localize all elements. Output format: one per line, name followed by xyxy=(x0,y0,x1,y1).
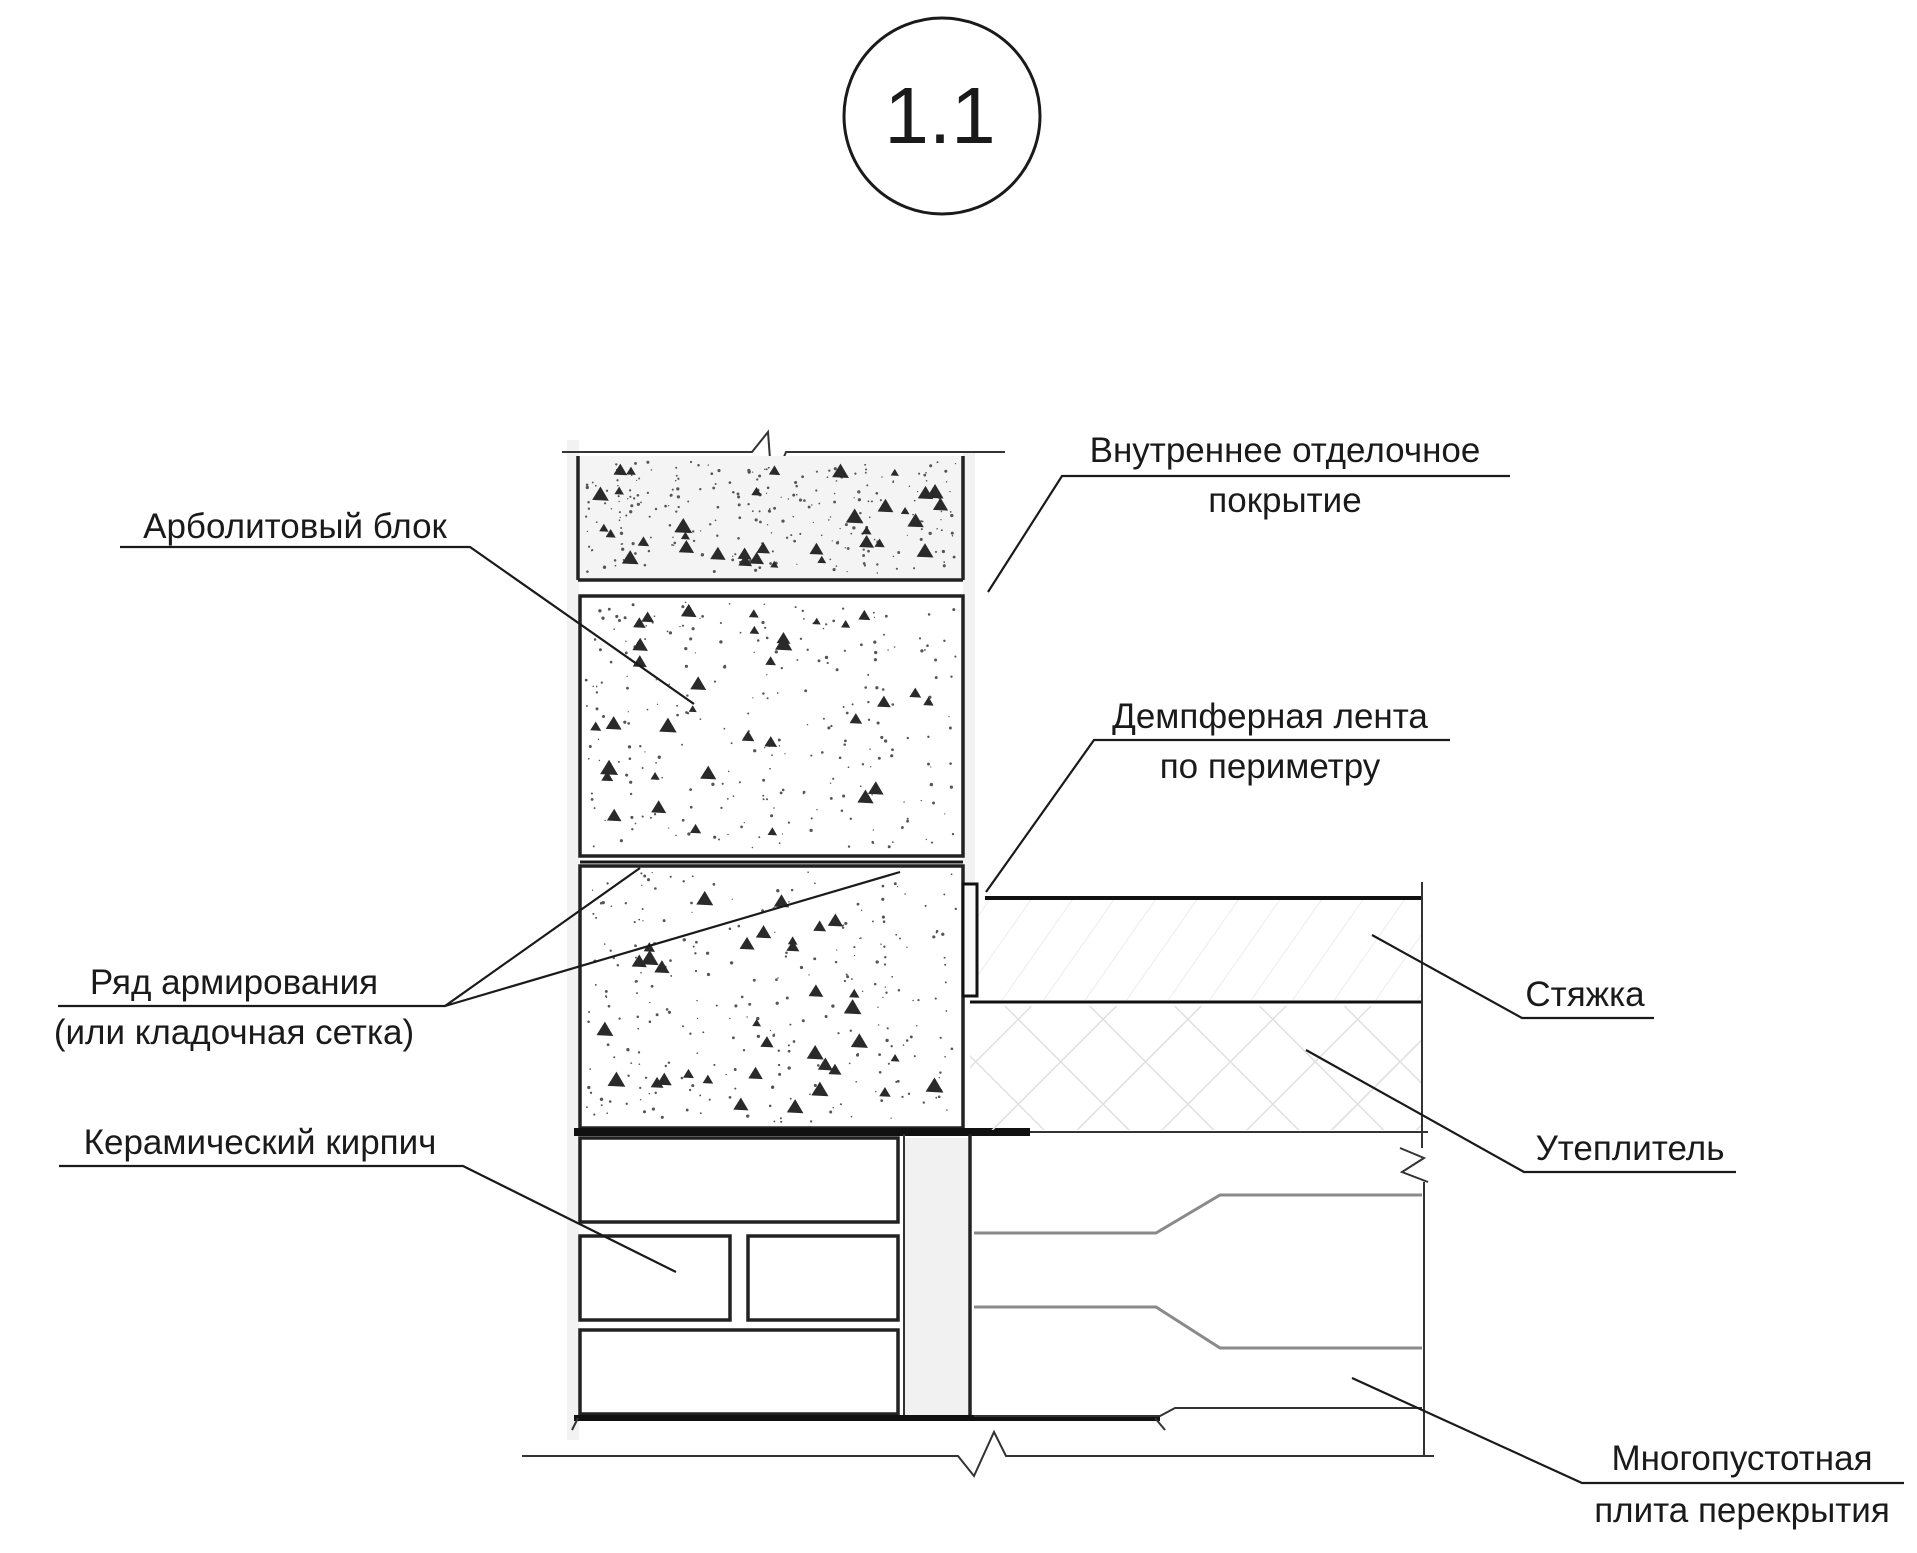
label-hollow-slab-line1: Многопустотная xyxy=(1611,1439,1872,1478)
label-hollow-slab-line2: плита перекрытия xyxy=(1594,1491,1890,1530)
label-arbolite-block: Арболитовый блок xyxy=(143,507,447,546)
arbolite-aggregate-texture xyxy=(584,460,957,1123)
arbolite-block-lower xyxy=(578,864,965,1130)
brick-course-2-left xyxy=(578,1234,732,1322)
label-reinforcement-line1: Ряд армирования xyxy=(90,963,378,1002)
brick-course-3 xyxy=(578,1328,900,1416)
label-inner-finish-line1: Внутреннее отделочное xyxy=(1090,431,1481,470)
label-reinforcement-line2: (или кладочная сетка) xyxy=(54,1013,414,1052)
arbolite-block-middle xyxy=(578,594,965,858)
label-screed: Стяжка xyxy=(1525,975,1645,1014)
damper-tape xyxy=(961,882,979,998)
ceramic-brick-masonry xyxy=(571,1134,1166,1431)
arbolite-block-top xyxy=(576,456,965,582)
detail-marker: 1.1 xyxy=(842,16,1042,216)
screed xyxy=(970,896,1422,1004)
brick-course-2-right xyxy=(746,1234,900,1322)
label-ceramic-brick: Керамический кирпич xyxy=(84,1123,437,1162)
bottom-break-line xyxy=(522,1429,1434,1478)
label-insulation: Утеплитель xyxy=(1536,1129,1725,1168)
brick-course-1 xyxy=(578,1136,900,1224)
detail-number: 1.1 xyxy=(884,71,995,160)
label-inner-finish-line2: покрытие xyxy=(1208,481,1361,520)
label-damper-tape-line1: Демпферная лента xyxy=(1112,697,1428,736)
leader-lines xyxy=(58,474,1904,1485)
insulation-layer xyxy=(970,1006,1422,1130)
inner-finish-coating xyxy=(567,440,975,1440)
label-damper-tape-line2: по периметру xyxy=(1160,747,1381,786)
